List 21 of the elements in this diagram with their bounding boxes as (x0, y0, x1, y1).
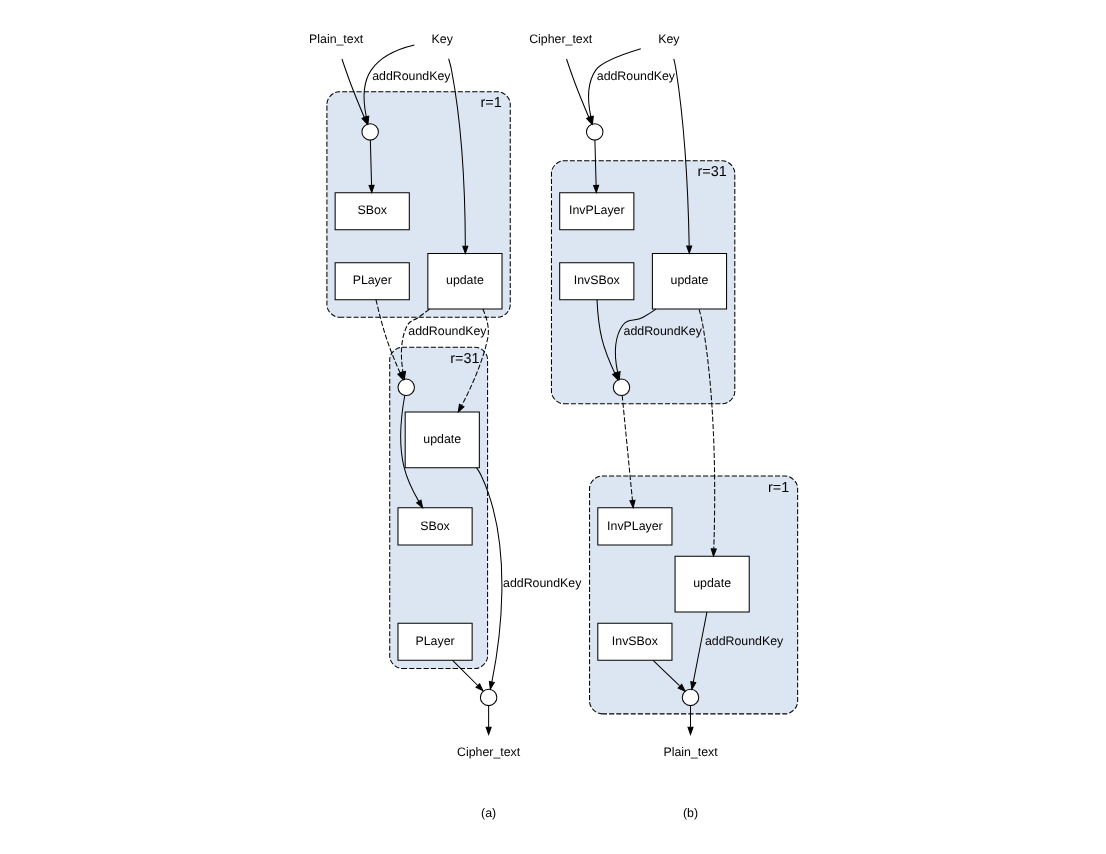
arrow (452, 659, 485, 692)
arrow (621, 395, 636, 510)
arrow (673, 58, 693, 255)
arrow (690, 611, 708, 691)
node-circle (681, 688, 700, 707)
arrow (592, 139, 600, 195)
arrow (614, 308, 657, 381)
node-circle (612, 378, 631, 397)
arrow (457, 308, 489, 414)
arrow (368, 139, 375, 195)
arrow (687, 705, 694, 736)
arrow (448, 58, 469, 255)
arrow (476, 467, 503, 691)
arrow (400, 395, 424, 509)
node-circle (361, 123, 379, 141)
node-circle (479, 688, 498, 707)
node-circle (397, 378, 415, 397)
node-circle (585, 123, 604, 141)
arrow (652, 659, 687, 693)
arrow (698, 308, 717, 558)
arrow (485, 705, 492, 736)
